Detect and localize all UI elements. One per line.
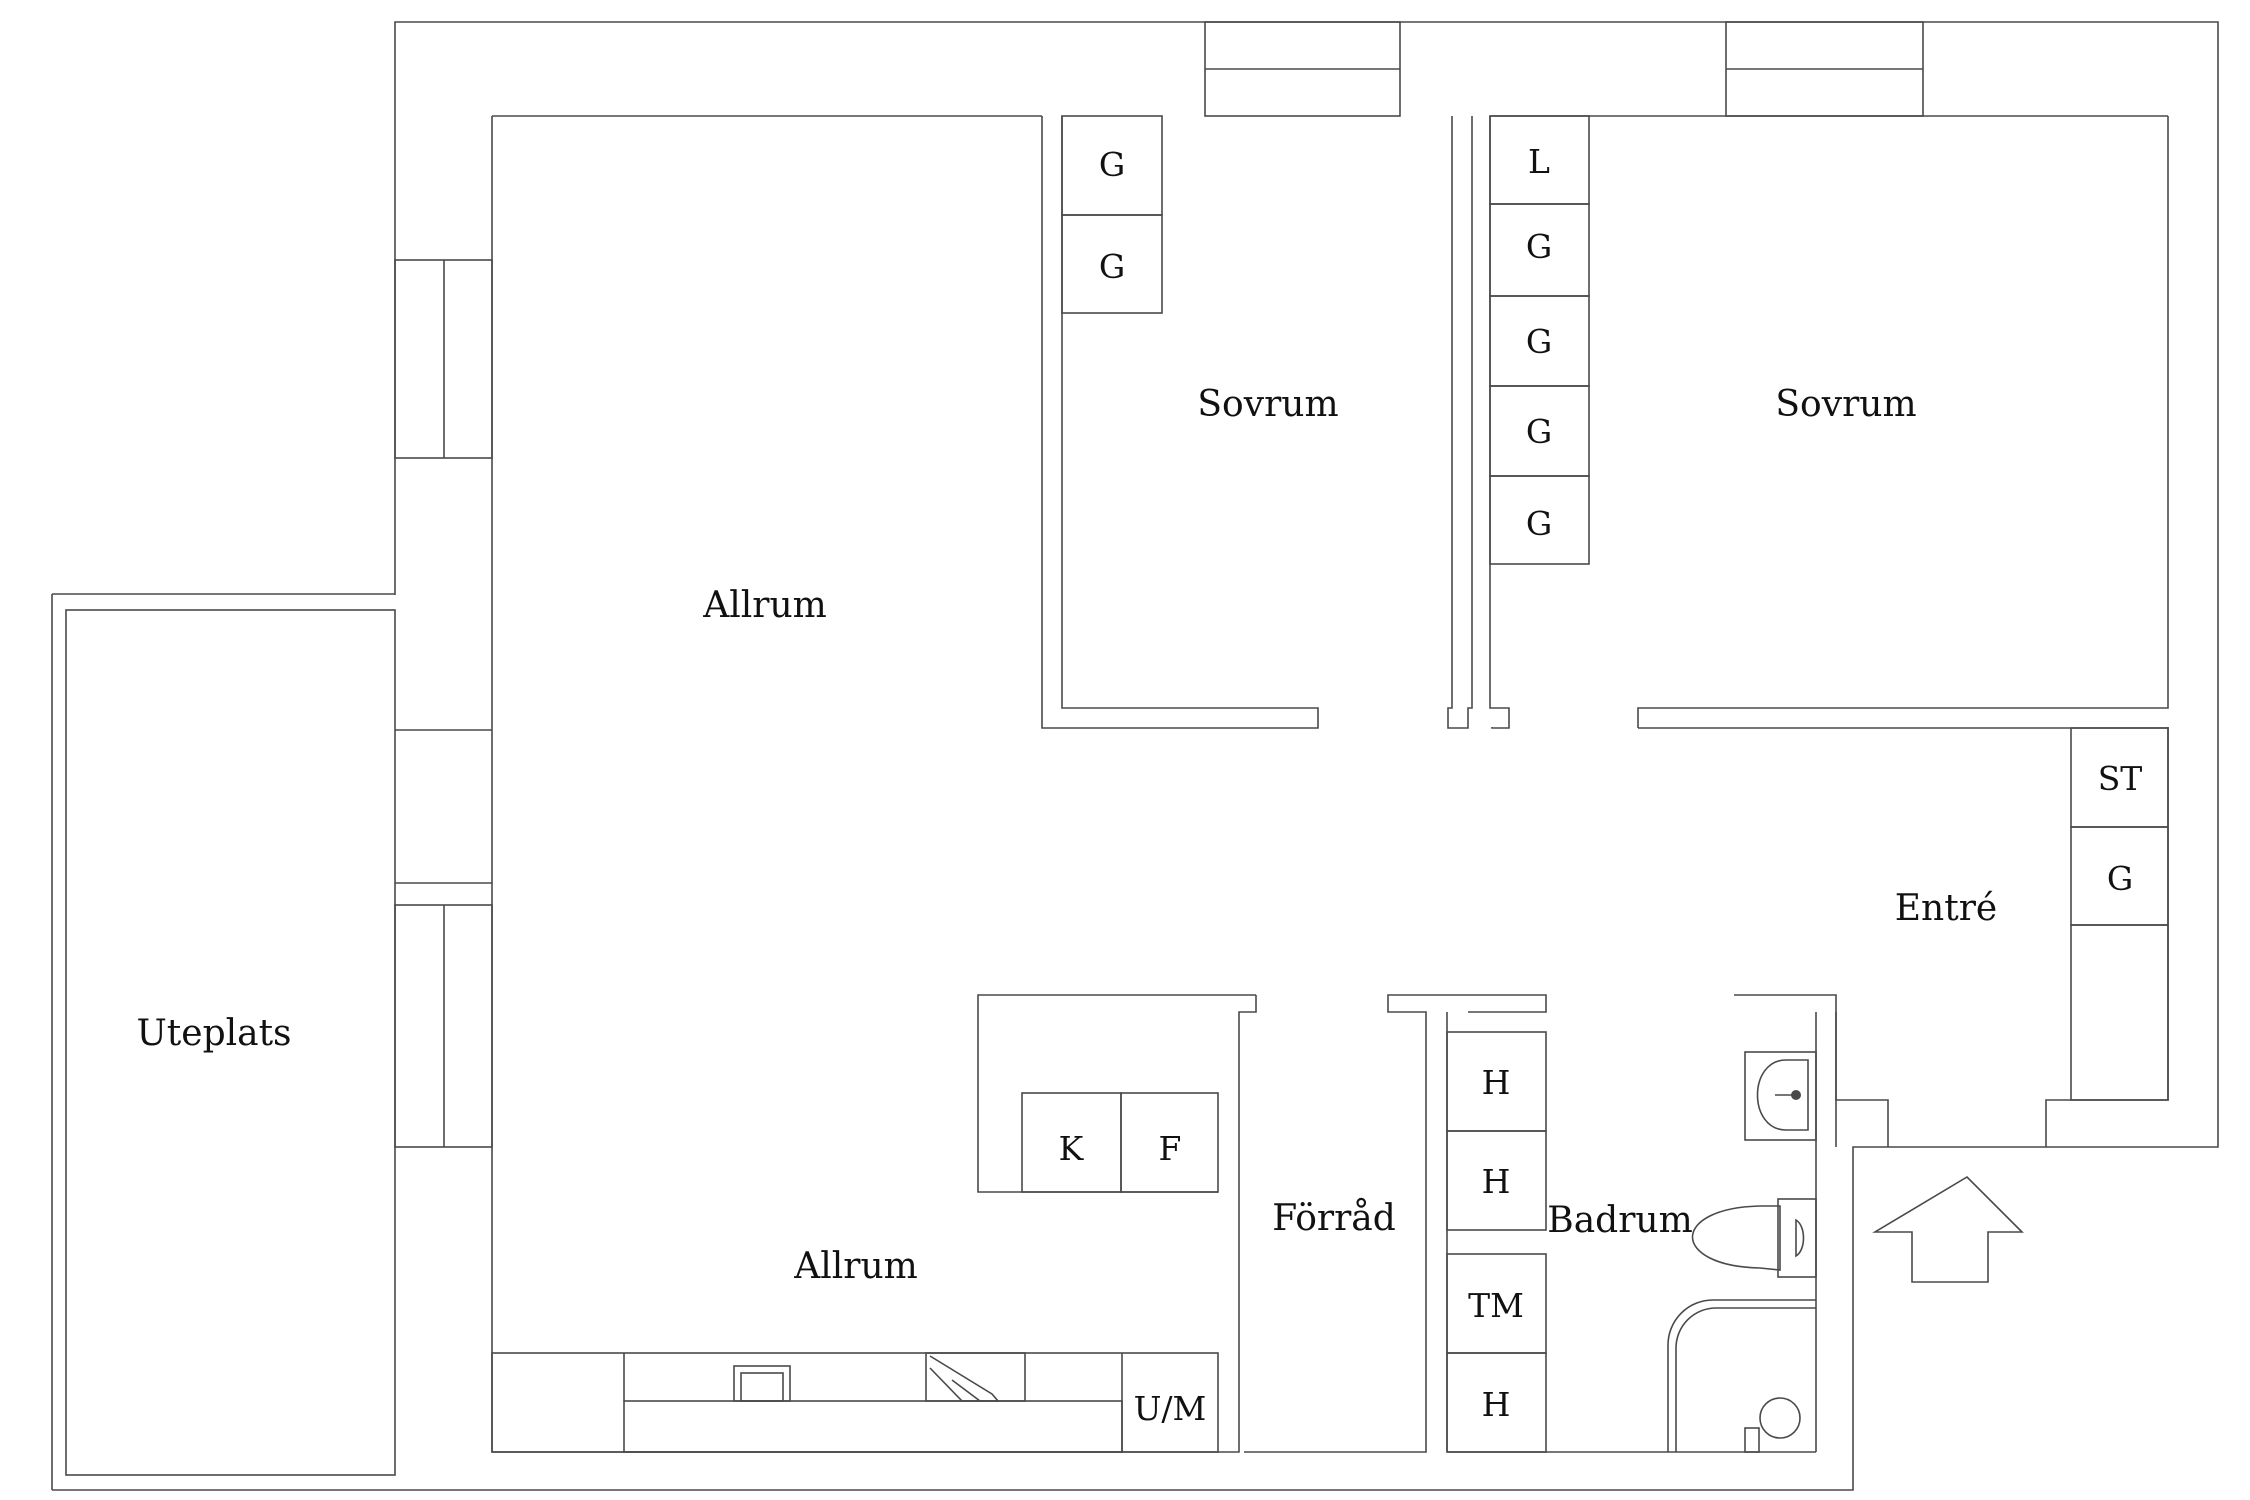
- outer-walls: [51, 21, 2219, 1491]
- washing-machine-label: TM: [1468, 1286, 1524, 1325]
- freezer-label: F: [1159, 1129, 1182, 1168]
- shower-icon: [1667, 1299, 1816, 1453]
- shelf-label: H: [1482, 1162, 1511, 1201]
- entre-storage-unit: [2070, 727, 2169, 1101]
- room-label-forrad: Förråd: [1272, 1198, 1396, 1239]
- room-label-allrum-upper: Allrum: [702, 585, 827, 626]
- sovrum-left-wardrobe-unit: [1061, 115, 1163, 314]
- dishwasher-oven-label: U/M: [1134, 1389, 1207, 1428]
- entrance-arrow-icon: [1872, 1175, 2024, 1283]
- linen-closet-label: L: [1528, 142, 1550, 181]
- room-label-allrum-lower: Allrum: [793, 1246, 918, 1287]
- toilet-icon: [1691, 1198, 1817, 1278]
- window-top-left: [1204, 21, 1401, 117]
- sovrum-right-wardrobe-unit: [1489, 115, 1590, 565]
- room-label-sovrum-right: Sovrum: [1775, 384, 1916, 425]
- window-west-lower: [394, 904, 493, 1148]
- room-label-entre: Entré: [1895, 888, 1997, 929]
- west-wall-posts: [395, 729, 492, 884]
- washbasin-icon: [1744, 1051, 1817, 1141]
- entre-wardrobe-label: G: [2107, 859, 2133, 898]
- room-label-sovrum-left: Sovrum: [1197, 384, 1338, 425]
- entre-storage-label: ST: [2098, 759, 2143, 798]
- wardrobe-label: G: [1099, 247, 1125, 286]
- uteplats-area: [65, 609, 396, 1476]
- sovrum-left-walls: [1041, 116, 1473, 729]
- sovrum-right-walls: [1489, 115, 2169, 729]
- shelf-label: H: [1482, 1063, 1511, 1102]
- wardrobe-label: G: [1526, 322, 1552, 361]
- window-west-upper: [394, 259, 493, 459]
- kitchen-counter: [491, 1352, 1219, 1453]
- room-label-uteplats: Uteplats: [136, 1013, 291, 1054]
- wardrobe-label: G: [1526, 227, 1552, 266]
- stove-icon: [925, 1352, 1026, 1402]
- room-label-badrum: Badrum: [1547, 1200, 1693, 1241]
- kitchen-island: [977, 994, 1257, 1453]
- shelf-label: H: [1482, 1385, 1511, 1424]
- sink-icon: [733, 1365, 791, 1402]
- forrad-shelves: [1446, 1031, 1547, 1453]
- window-top-right: [1725, 21, 1924, 117]
- wardrobe-label: G: [1526, 412, 1552, 451]
- wardrobe-label: G: [1099, 145, 1125, 184]
- inner-wall-face: [491, 115, 2169, 1453]
- fridge-label: K: [1059, 1129, 1085, 1168]
- wardrobe-label: G: [1526, 504, 1552, 543]
